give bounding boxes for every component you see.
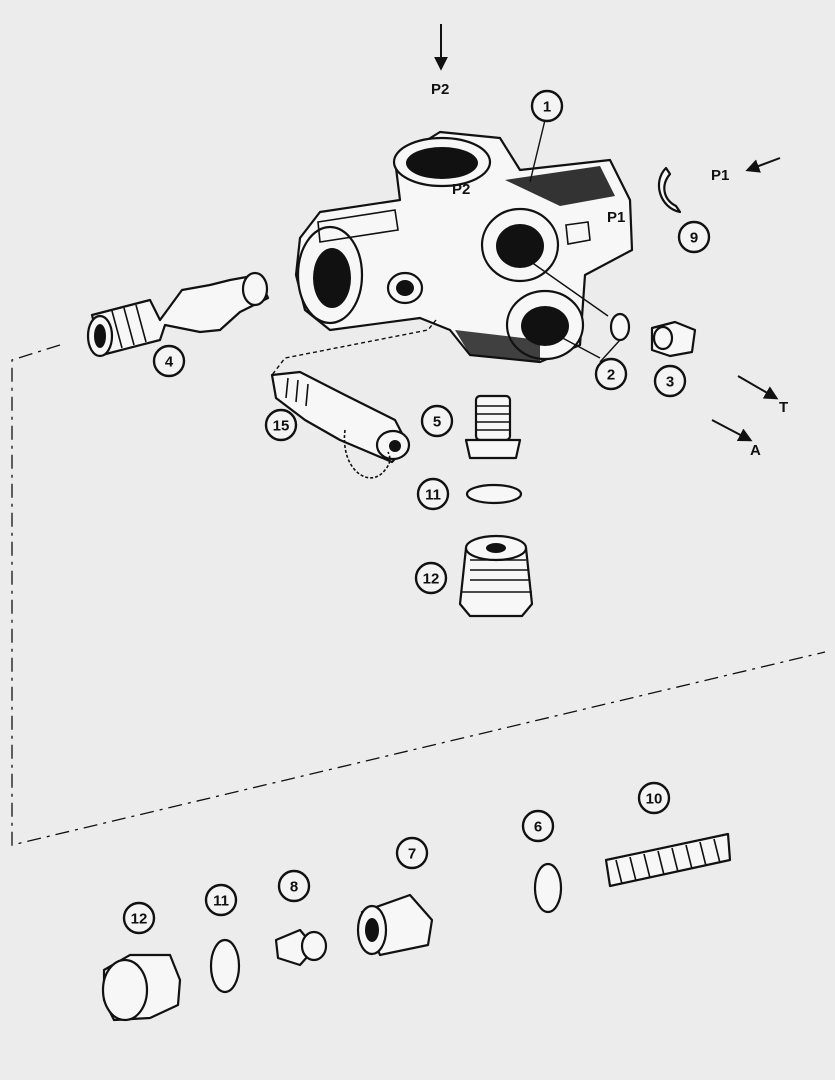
spring-insert [464,394,522,460]
port-label-t: T [779,399,788,416]
coil-spring [604,832,732,888]
callout-8: 8 [277,869,311,903]
callout-number-9: 9 [690,230,698,247]
callout-15: 15 [264,408,298,442]
p1-arrow [745,157,781,173]
poppet [274,928,328,967]
callout-number-6: 6 [534,819,542,836]
callout-3: 3 [653,364,687,398]
callout-number-10: 10 [646,791,663,808]
hex-plug-upper [458,534,534,618]
seal-ring-upper [465,483,523,505]
circlip [657,166,682,214]
callout-11-upper: 11 [416,477,450,511]
body-marking-p2: P2 [452,181,470,198]
port-label-a: A [750,442,761,459]
spool [86,271,270,358]
callout-number-2: 2 [607,367,615,384]
hex-plug-lower [101,953,182,1022]
callout-number-15: 15 [273,418,290,435]
valve-body: P2 P1 [294,130,634,364]
plug-small [650,320,697,358]
callout-number-11-upper: 11 [425,487,441,504]
callout-7: 7 [395,836,429,870]
callout-number-12-upper: 12 [423,571,440,588]
callout-9: 9 [677,220,711,254]
port-label-p1: P1 [711,167,729,184]
callout-number-12-lower: 12 [131,911,148,928]
valve-cage [356,893,434,957]
callout-number-3: 3 [666,374,674,391]
callout-12-lower: 12 [122,901,156,935]
callout-number-7: 7 [408,846,416,863]
seal-ring-lower [209,938,241,994]
o-ring-small [609,312,631,342]
callout-4: 4 [152,344,186,378]
callout-6: 6 [521,809,555,843]
callout-number-11-lower: 11 [213,893,229,910]
relief-valve-with-chain [270,370,411,479]
assembly-boundary [11,344,826,846]
callout-10: 10 [637,781,671,815]
callout-5: 5 [420,404,454,438]
o-ring-lower [533,862,563,914]
flow-arrows [434,24,781,442]
callout-number-4: 4 [165,354,174,371]
callout-12-upper: 12 [414,561,448,595]
body-marking-p1: P1 [607,209,625,226]
callout-1: 1 [530,89,564,123]
callout-2: 2 [594,357,628,391]
t-arrow [737,375,779,400]
port-label-p2: P2 [431,81,449,98]
callout-11-lower: 11 [204,883,238,917]
callout-number-5: 5 [433,414,441,431]
leader-lines [271,119,621,376]
callout-number-8: 8 [290,879,298,896]
a-arrow [711,419,753,442]
callout-number-1: 1 [543,99,551,116]
